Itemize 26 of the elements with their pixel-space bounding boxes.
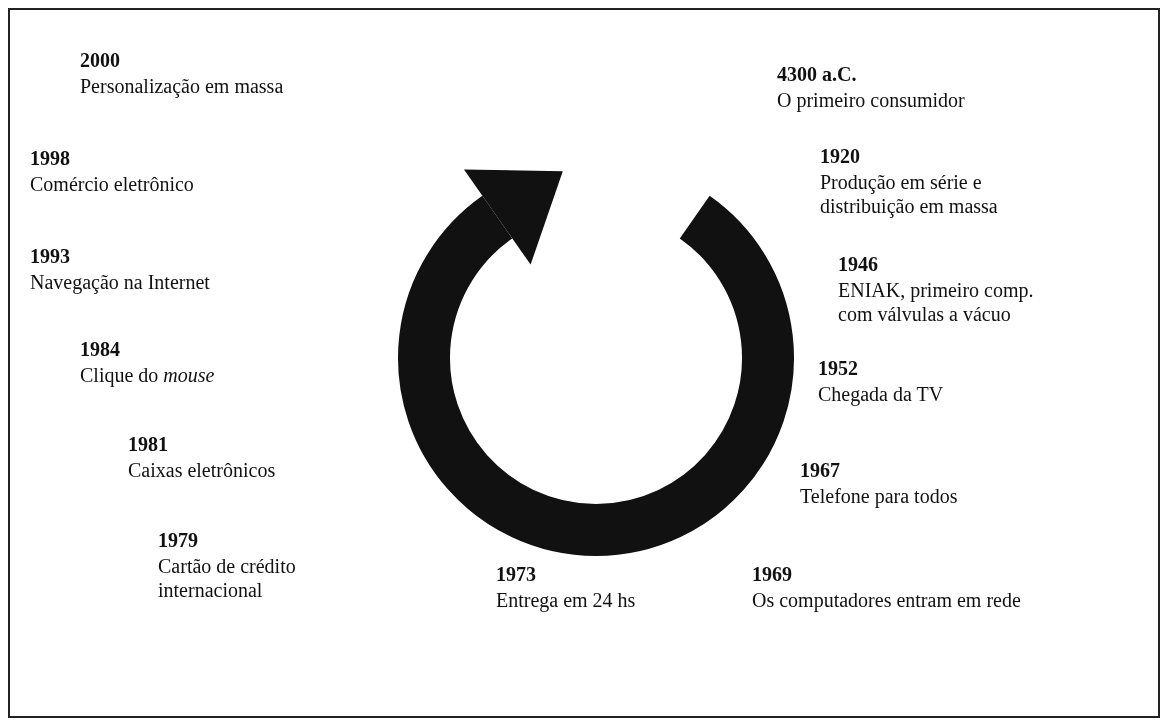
milestone-text: ENIAK, primeiro comp. com válvulas a vácuo <box>838 278 1035 326</box>
year-label: 4300 a.C. <box>777 62 857 86</box>
milestone-text: Produção em série e distribuição em massa <box>820 170 999 218</box>
year-label: 1981 <box>128 432 168 456</box>
milestone-text: O primeiro consumidor <box>777 88 965 112</box>
year-label: 1946 <box>838 252 879 276</box>
year-label: 1952 <box>818 356 858 380</box>
milestone-text: Entrega em 24 hs <box>496 588 636 612</box>
year-label: 1920 <box>820 144 861 168</box>
milestone-text: Comércio eletrônico <box>30 172 194 196</box>
year-label: 1993 <box>30 244 70 268</box>
milestone-text: Personalização em massa <box>80 74 284 98</box>
milestone-text: Telefone para todos <box>800 484 958 508</box>
year-label: 1969 <box>752 562 792 586</box>
milestone-text: Chegada da TV <box>818 382 944 406</box>
milestone-text: Clique do mouse <box>80 363 215 387</box>
milestone-text: Navegação na Internet <box>30 270 210 294</box>
year-label: 2000 <box>80 48 120 72</box>
year-label: 1973 <box>496 562 536 586</box>
milestone-text: Cartão de crédito internacional <box>158 554 297 602</box>
year-label: 1979 <box>158 528 199 552</box>
year-label: 1998 <box>30 146 70 170</box>
year-label: 1967 <box>800 458 840 482</box>
year-label: 1984 <box>80 337 120 361</box>
milestone-text: Os computadores entram em rede <box>752 588 1021 612</box>
milestone-text: Caixas eletrônicos <box>128 458 276 482</box>
